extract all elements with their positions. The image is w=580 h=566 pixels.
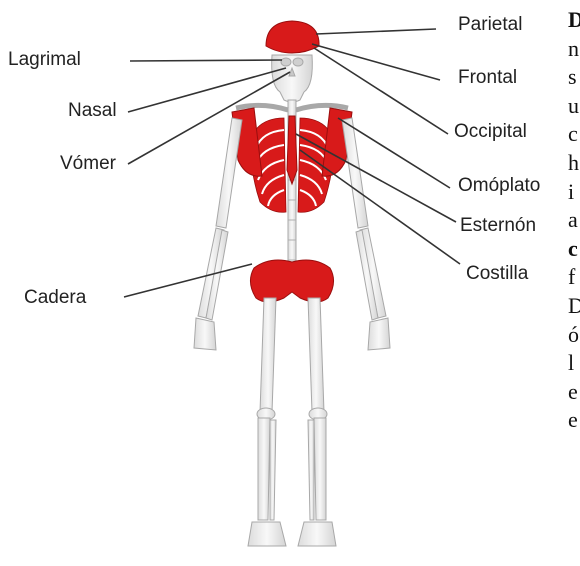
label-frontal: Frontal xyxy=(458,68,517,87)
side-text-line: f xyxy=(568,263,580,292)
label-esternon: Esternón xyxy=(460,216,536,235)
side-text-line: u xyxy=(568,92,580,121)
label-nasal: Nasal xyxy=(68,101,117,120)
parietal-bone xyxy=(266,21,319,53)
side-text-line: D xyxy=(568,292,580,321)
side-text-line: i xyxy=(568,178,580,207)
side-text-column: D n s u c h i a c f D ó l e e xyxy=(568,6,580,561)
leader-cadera xyxy=(124,264,252,297)
label-lagrimal: Lagrimal xyxy=(8,50,81,69)
label-costilla: Costilla xyxy=(466,264,528,283)
pelvis xyxy=(250,260,333,302)
side-text-line: n xyxy=(568,35,580,64)
side-text-line: c xyxy=(568,120,580,149)
side-text-line: a xyxy=(568,206,580,235)
side-text-line: D xyxy=(568,6,580,35)
label-cadera: Cadera xyxy=(24,288,86,307)
label-parietal: Parietal xyxy=(458,15,522,34)
leader-lagrimal xyxy=(130,60,282,61)
side-text-line: e xyxy=(568,378,580,407)
side-text-line: h xyxy=(568,149,580,178)
leader-frontal xyxy=(312,44,440,80)
side-text-line: ó xyxy=(568,321,580,350)
label-omoplato: Omóplato xyxy=(458,176,540,195)
side-text-line: l xyxy=(568,349,580,378)
label-vomer: Vómer xyxy=(60,154,116,173)
leader-costilla xyxy=(300,150,460,264)
leader-parietal xyxy=(316,29,436,34)
side-text-line: e xyxy=(568,406,580,435)
side-text-line: s xyxy=(568,63,580,92)
legs xyxy=(248,298,336,546)
label-occipital: Occipital xyxy=(454,122,527,141)
side-text-line: c xyxy=(568,235,580,264)
sternum xyxy=(287,116,297,184)
